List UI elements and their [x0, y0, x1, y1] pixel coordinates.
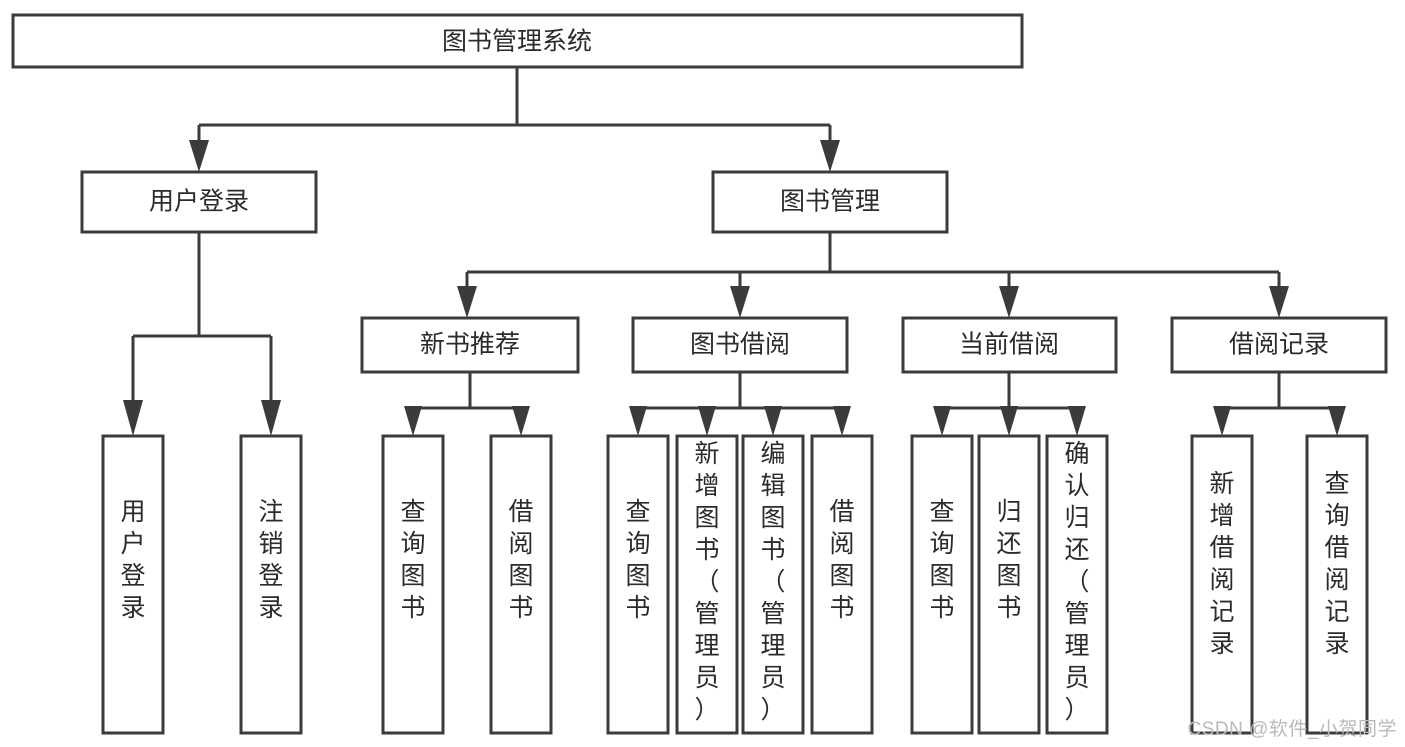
node-current-borrow-label: 当前借阅: [959, 331, 1059, 359]
node-leaf-cur-confirm-return[interactable]: 确认归还（管理员）: [1045, 434, 1109, 735]
node-leaf-rec-query-book-label: 查询图书: [400, 498, 425, 622]
arrowhead-borrow-add-book: [698, 406, 716, 436]
node-leaf-user-login-label: 用户登录: [120, 498, 145, 622]
arrowhead-new-book-recommend: [457, 286, 477, 318]
node-leaf-user-login[interactable]: 用户登录: [101, 434, 165, 735]
node-root-label: 图书管理系统: [442, 28, 592, 56]
node-leaf-cur-query-book[interactable]: 查询图书: [910, 434, 974, 735]
node-leaf-cur-confirm-return-box[interactable]: [1045, 434, 1109, 735]
node-leaf-borrow-edit-book[interactable]: 编辑图书（管理员）: [741, 434, 805, 735]
node-leaf-user-logout-label: 注销登录: [258, 498, 283, 622]
node-leaf-borrow-edit-book-label: 编辑图书（管理员）: [760, 440, 785, 724]
arrowhead-rec-add-record: [1213, 406, 1231, 436]
csdn-watermark: CSDN @软件_小贺同学: [1187, 719, 1397, 740]
node-borrow-record-box[interactable]: [1170, 316, 1388, 374]
node-leaf-rec-borrow-book[interactable]: 借阅图书: [489, 434, 553, 735]
arrowhead-cur-confirm-return: [1068, 406, 1086, 436]
node-leaf-cur-confirm-return-label: 确认归还（管理员）: [1064, 440, 1089, 724]
node-root[interactable]: 图书管理系统: [11, 13, 1024, 69]
node-book-borrow-box[interactable]: [631, 316, 849, 374]
arrowhead-rec-query-book: [404, 406, 422, 436]
node-leaf-borrow-borrow-book[interactable]: 借阅图书: [810, 434, 874, 735]
arrowhead-book-borrow: [730, 286, 750, 318]
node-new-book-recommend[interactable]: 新书推荐: [360, 316, 580, 374]
arrowhead-borrow-borrow-book: [833, 406, 851, 436]
arrowhead-borrow-query-book: [629, 406, 647, 436]
node-book-borrow[interactable]: 图书借阅: [631, 316, 849, 374]
node-leaf-borrow-borrow-book-box[interactable]: [810, 434, 874, 735]
node-leaf-rec-query-book-box[interactable]: [381, 434, 445, 735]
node-book-manage-label: 图书管理: [780, 188, 880, 216]
node-user-login[interactable]: 用户登录: [80, 170, 318, 234]
node-new-book-recommend-box[interactable]: [360, 316, 580, 374]
arrowhead-cur-return-book: [1000, 406, 1018, 436]
node-leaf-cur-query-book-label: 查询图书: [929, 498, 954, 622]
node-new-book-recommend-label: 新书推荐: [420, 331, 520, 359]
arrowhead-user-login: [189, 140, 209, 172]
node-leaf-rec-query-book[interactable]: 查询图书: [381, 434, 445, 735]
node-borrow-record-label: 借阅记录: [1229, 331, 1329, 359]
node-current-borrow[interactable]: 当前借阅: [901, 316, 1118, 374]
node-root-box[interactable]: [11, 13, 1024, 69]
node-leaf-rec-borrow-book-box[interactable]: [489, 434, 553, 735]
arrowhead-rec-borrow-book: [512, 406, 530, 436]
arrowhead-leaf-user-login: [123, 400, 143, 436]
node-leaf-cur-return-book-box[interactable]: [977, 434, 1041, 735]
node-leaf-rec-add-record[interactable]: 新增借阅记录: [1190, 434, 1254, 735]
arrowhead-cur-query-book: [933, 406, 951, 436]
node-leaf-borrow-query-book[interactable]: 查询图书: [606, 434, 670, 735]
node-leaf-borrow-add-book-label: 新增图书（管理员）: [694, 440, 719, 724]
node-leaf-borrow-query-book-label: 查询图书: [625, 498, 650, 622]
node-leaf-borrow-add-book[interactable]: 新增图书（管理员）: [675, 434, 739, 735]
arrowhead-leaf-user-logout: [261, 400, 281, 436]
node-leaf-rec-query-record-box[interactable]: [1305, 434, 1369, 735]
connector-layer: [123, 67, 1346, 436]
node-leaf-cur-query-book-box[interactable]: [910, 434, 974, 735]
node-leaf-borrow-borrow-book-label: 借阅图书: [829, 498, 854, 622]
arrowhead-borrow-edit-book: [764, 406, 782, 436]
arrowhead-rec-query-record: [1328, 406, 1346, 436]
node-leaf-rec-borrow-book-label: 借阅图书: [508, 498, 533, 622]
node-leaf-borrow-add-book-box[interactable]: [675, 434, 739, 735]
arrowhead-borrow-record: [1269, 286, 1289, 318]
arrowhead-current-borrow: [999, 286, 1019, 318]
node-leaf-user-logout-box[interactable]: [239, 434, 303, 735]
node-leaf-rec-add-record-box[interactable]: [1190, 434, 1254, 735]
node-leaf-rec-add-record-label: 新增借阅记录: [1209, 470, 1234, 658]
node-leaf-user-login-box[interactable]: [101, 434, 165, 735]
node-borrow-record[interactable]: 借阅记录: [1170, 316, 1388, 374]
node-book-manage-box[interactable]: [711, 170, 949, 234]
node-leaf-cur-return-book-label: 归还图书: [996, 498, 1021, 622]
arrowhead-book-manage: [820, 140, 840, 172]
node-leaf-borrow-query-book-box[interactable]: [606, 434, 670, 735]
node-current-borrow-box[interactable]: [901, 316, 1118, 374]
node-leaf-rec-query-record[interactable]: 查询借阅记录: [1305, 434, 1369, 735]
node-user-login-box[interactable]: [80, 170, 318, 234]
node-book-borrow-label: 图书借阅: [690, 331, 790, 359]
node-leaf-user-logout[interactable]: 注销登录: [239, 434, 303, 735]
node-leaf-rec-query-record-label: 查询借阅记录: [1324, 470, 1349, 658]
node-user-login-label: 用户登录: [149, 188, 249, 216]
node-leaf-borrow-edit-book-box[interactable]: [741, 434, 805, 735]
node-book-manage[interactable]: 图书管理: [711, 170, 949, 234]
node-leaf-cur-return-book[interactable]: 归还图书: [977, 434, 1041, 735]
